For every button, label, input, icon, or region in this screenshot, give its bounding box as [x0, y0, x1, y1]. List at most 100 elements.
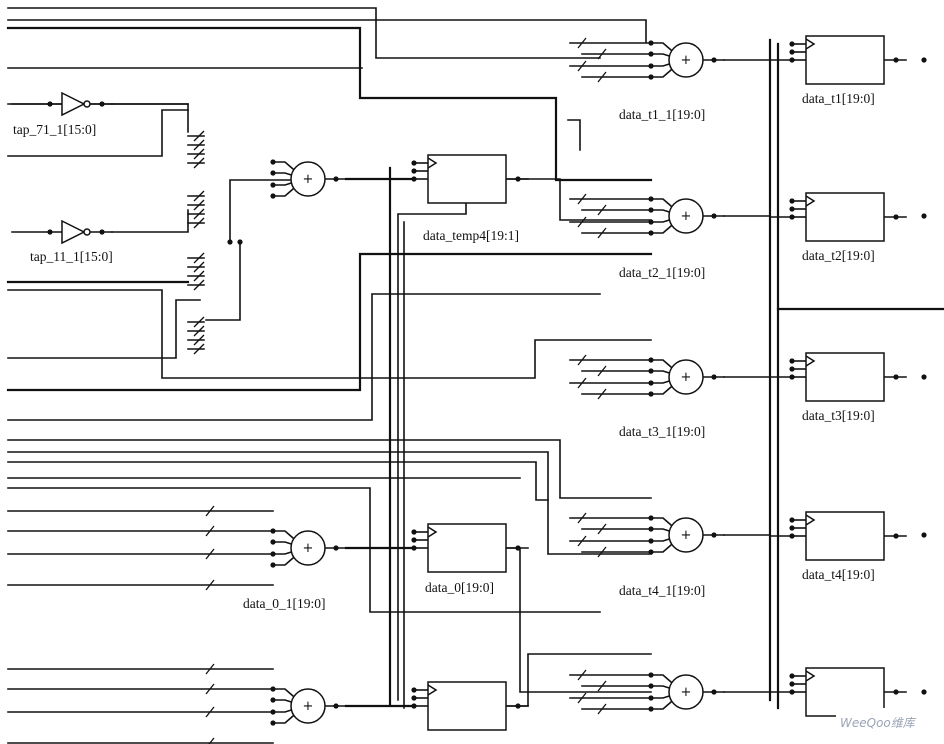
junction-dot — [789, 41, 795, 47]
adder-data-t2-1 — [668, 198, 704, 234]
bus-slash — [597, 388, 607, 400]
adder-input — [650, 370, 673, 375]
bus-slash — [577, 37, 587, 49]
bus-slash — [193, 190, 205, 202]
bus-slash — [597, 680, 607, 692]
junction-dot — [648, 196, 654, 202]
junction-dot — [711, 532, 717, 538]
junction-dot — [711, 213, 717, 219]
junction-dot — [921, 57, 927, 63]
adder-input — [272, 187, 295, 197]
junction-dot — [270, 182, 276, 188]
junction-dot — [515, 545, 521, 551]
bus-slash — [597, 546, 607, 558]
bus-slash — [205, 663, 215, 675]
adder-input — [272, 172, 295, 177]
adder-symbol: + — [681, 685, 692, 700]
bus-slash — [208, 737, 215, 744]
label-data-0: data_0[19:0] — [425, 580, 494, 595]
junction-dot — [648, 63, 654, 69]
wire — [567, 119, 581, 151]
bus-slash — [577, 669, 587, 681]
junction-dot — [789, 366, 795, 372]
label-data-t4: data_t4[19:0] — [802, 567, 875, 582]
junction-dot — [648, 515, 654, 521]
bus-slash — [193, 208, 205, 220]
adder-input — [650, 62, 673, 67]
wire — [505, 178, 652, 221]
watermark-suffix: 维库 — [891, 716, 917, 730]
bus-slash — [193, 217, 205, 229]
junction-dot — [270, 528, 276, 534]
junction-dot — [270, 539, 276, 545]
junction-dot — [789, 517, 795, 523]
wire — [397, 202, 467, 701]
bus-slash — [597, 71, 607, 83]
adder-input — [272, 161, 295, 171]
adder-symbol: + — [681, 370, 692, 385]
junction-dot — [789, 358, 795, 364]
junction-dot — [789, 673, 795, 679]
adder-data-t3-1 — [668, 359, 704, 395]
bus-slash — [577, 512, 587, 524]
adder-input — [650, 543, 673, 553]
junction-dot — [270, 686, 276, 692]
junction-dot — [648, 672, 654, 678]
clock-edge-marker — [805, 514, 816, 526]
junction-dot — [789, 689, 795, 695]
bus-slash — [205, 683, 215, 695]
junction-dot — [411, 537, 417, 543]
junction-dot — [789, 49, 795, 55]
adder-symbol: + — [681, 528, 692, 543]
wire — [7, 299, 201, 359]
wire — [7, 439, 652, 499]
junction-dot — [921, 689, 927, 695]
junction-dot — [648, 380, 654, 386]
clock-edge-marker — [427, 526, 438, 538]
junction-dot — [411, 168, 417, 174]
bus-slash — [205, 706, 215, 718]
adder-input — [272, 688, 295, 698]
junction-dot — [789, 198, 795, 204]
bus-slash — [205, 579, 215, 591]
wire — [7, 7, 601, 59]
bus-slash — [193, 261, 205, 273]
junction-dot — [411, 695, 417, 701]
adder-symbol: + — [681, 209, 692, 224]
label-data-0-1: data_0_1[19:0] — [243, 596, 325, 611]
bus-slash — [597, 48, 607, 60]
bus-slash — [193, 130, 205, 142]
bus-slash — [205, 548, 215, 560]
bus-slash — [193, 199, 205, 211]
bus-slash — [193, 334, 205, 346]
bus-slash — [597, 703, 607, 715]
junction-dot — [711, 374, 717, 380]
label-data-t1-1: data_t1_1[19:0] — [619, 107, 705, 122]
junction-dot — [515, 176, 521, 182]
label-tap-11: tap_11_1[15:0] — [30, 249, 113, 264]
adder-input — [650, 224, 673, 234]
bus-slash — [577, 535, 587, 547]
clock-edge-marker — [805, 355, 816, 367]
adder-input — [650, 379, 673, 384]
junction-dot — [648, 219, 654, 225]
adder-input — [650, 694, 673, 699]
adder-input — [650, 68, 673, 78]
adder-input — [650, 537, 673, 542]
bus-slash — [193, 270, 205, 282]
junction-dot — [648, 391, 654, 397]
label-data-t3: data_t3[19:0] — [802, 408, 875, 423]
junction-dot — [893, 689, 899, 695]
adder-data-t4-1 — [668, 517, 704, 553]
register-data-0 — [427, 523, 507, 573]
junction-dot — [789, 525, 795, 531]
inverter-bubble — [83, 228, 91, 236]
junction-dot — [270, 193, 276, 199]
junction-dot — [648, 526, 654, 532]
adder-input — [650, 528, 673, 533]
adder-input — [272, 699, 295, 704]
wires — [6, 7, 944, 744]
bus-slash — [193, 343, 205, 355]
junction-dot — [648, 74, 654, 80]
components: ++++++++ — [61, 35, 885, 731]
